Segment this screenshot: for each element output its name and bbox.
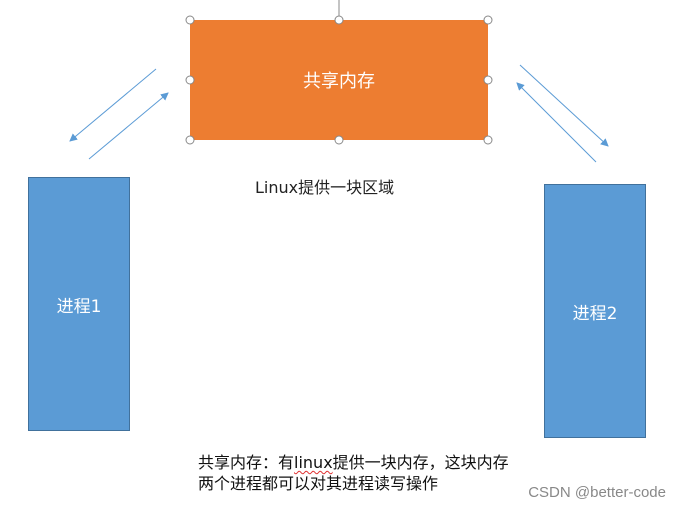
region-caption: Linux提供一块区域 [255, 178, 395, 197]
resize-handle-top-left[interactable] [185, 15, 195, 25]
process-2-label: 进程2 [572, 303, 618, 324]
resize-handle-bottom-right[interactable] [483, 135, 493, 145]
description-line-2: 两个进程都可以对其进程读写操作 [198, 474, 439, 493]
description-line-1-before: 共享内存：有 [198, 453, 295, 472]
arrow-shm-to-process2 [519, 64, 609, 147]
process-1-box[interactable]: 进程1 [28, 177, 130, 431]
arrow-shm-to-process1 [69, 68, 157, 142]
resize-handle-middle-left[interactable] [185, 75, 195, 85]
description-line-1: 共享内存：有linux提供一块内存，这块内存 [198, 452, 509, 473]
resize-handle-bottom-center[interactable] [334, 135, 344, 145]
description-line-1-after: 提供一块内存，这块内存 [332, 453, 509, 472]
shared-memory-label: 共享内存 [303, 71, 375, 92]
arrow-process1-to-shm [88, 92, 169, 160]
description-text: 共享内存：有linux提供一块内存，这块内存 两个进程都可以对其进程读写操作 [198, 452, 509, 494]
arrow-process2-to-shm [516, 82, 597, 163]
resize-handle-top-center[interactable] [334, 15, 344, 25]
resize-handle-middle-right[interactable] [483, 75, 493, 85]
watermark: CSDN @better-code [528, 484, 666, 501]
process-2-box[interactable]: 进程2 [544, 184, 646, 438]
resize-handle-bottom-left[interactable] [185, 135, 195, 145]
process-1-label: 进程1 [56, 296, 102, 317]
shared-memory-box[interactable]: 共享内存 [190, 20, 488, 140]
resize-handle-top-right[interactable] [483, 15, 493, 25]
description-linux-word: linux [294, 453, 333, 472]
